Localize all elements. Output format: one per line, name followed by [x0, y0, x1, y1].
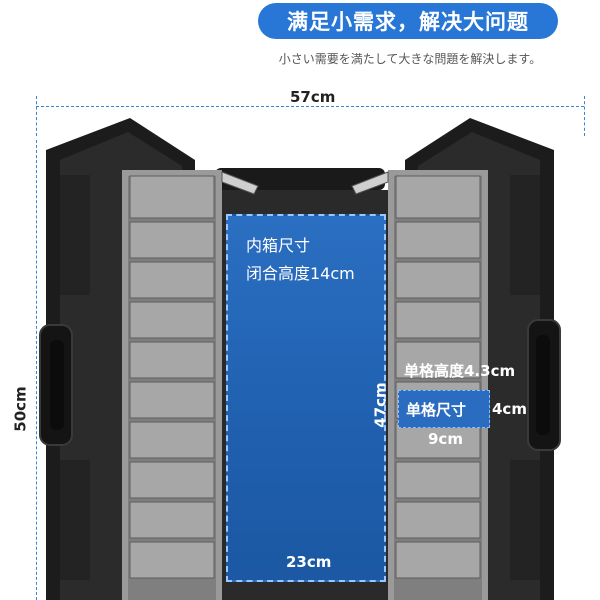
subtitle-japanese: 小さい需要を満たして大きな問題を解決します。	[278, 52, 542, 66]
inner-closed-height: 闭合高度14cm	[246, 264, 355, 283]
headline-banner: 满足小需求，解决大问题	[258, 3, 558, 39]
width-dimension-line	[36, 106, 584, 107]
right-organizer-tray	[388, 170, 488, 600]
top-hinge-strip	[215, 168, 385, 190]
width-dimension-left-tick	[36, 96, 37, 136]
tray-hinges	[221, 171, 389, 195]
cell-depth-label: 4cm	[492, 400, 527, 418]
left-organizer-tray	[122, 170, 222, 600]
inner-height-label: 47cm	[371, 382, 390, 428]
overall-width-label: 57cm	[290, 88, 336, 106]
inner-size-title: 内箱尺寸	[246, 236, 311, 255]
cell-size-label: 单格尺寸	[406, 401, 467, 419]
inner-compartment-highlight	[226, 214, 386, 582]
cell-width-label: 9cm	[428, 430, 463, 448]
height-dimension-line	[36, 140, 37, 600]
width-dimension-right-tick	[584, 96, 585, 136]
cell-height-label: 单格高度4.3cm	[404, 362, 516, 380]
cell-highlight	[398, 390, 490, 428]
inner-width-label: 23cm	[286, 553, 332, 571]
